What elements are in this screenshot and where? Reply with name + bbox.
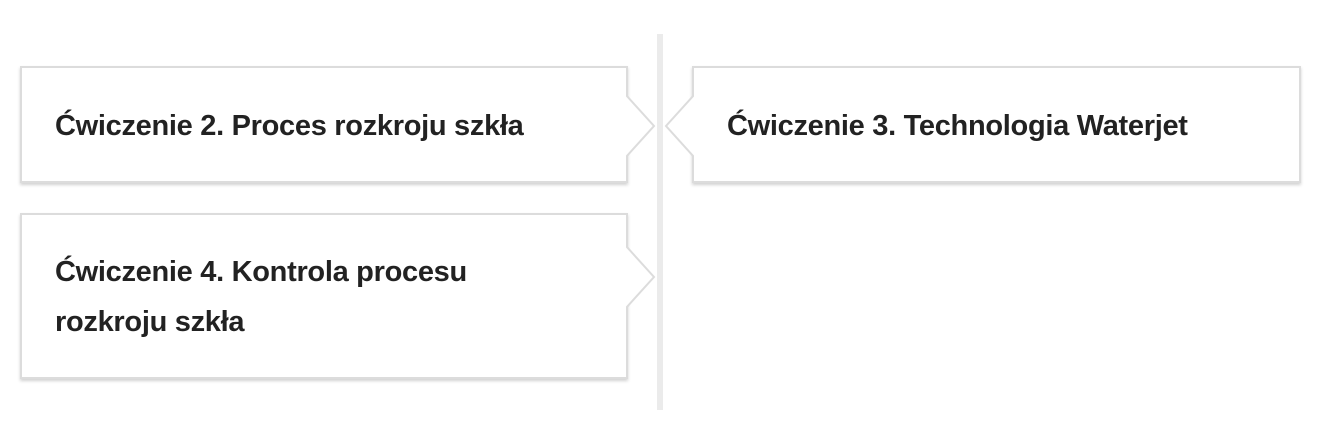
card-title: Ćwiczenie 2. Proces rozkroju szkła xyxy=(55,110,524,142)
arrow-pointer-right-icon xyxy=(626,95,656,157)
timeline-card-cwiczenie-4[interactable]: Ćwiczenie 4. Kontrola procesu rozkroju s… xyxy=(20,213,656,379)
card-title: Ćwiczenie 4. Kontrola procesu rozkroju s… xyxy=(55,256,467,338)
arrow-pointer-right-icon xyxy=(626,246,656,308)
timeline-card-cwiczenie-2[interactable]: Ćwiczenie 2. Proces rozkroju szkła xyxy=(20,66,656,183)
arrow-pointer-left-icon xyxy=(664,95,694,157)
card-title: Ćwiczenie 3. Technologia Waterjet xyxy=(727,110,1188,142)
timeline-center-line xyxy=(657,34,663,410)
timeline-card-cwiczenie-3[interactable]: Ćwiczenie 3. Technologia Waterjet xyxy=(664,66,1301,183)
